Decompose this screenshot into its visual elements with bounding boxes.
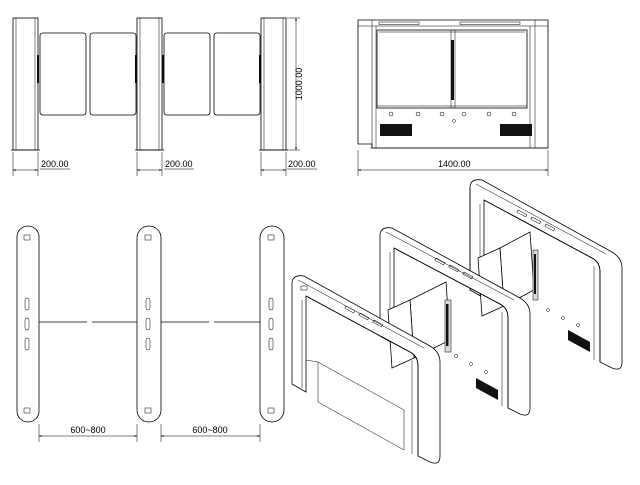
front-cabinet-middle — [135, 17, 164, 151]
iso-cabinet-front — [291, 275, 441, 464]
iso-cabinet-middle — [379, 227, 531, 416]
front-view: 1000.00 200.00 200.00 200.00 — [11, 17, 317, 176]
isometric-view — [291, 179, 623, 464]
passage-dimensions: 600~800 600~800 — [38, 424, 261, 442]
top-cabinet-left — [16, 225, 40, 423]
front-wing-panels — [39, 32, 261, 116]
iso-cabinet-back — [469, 179, 623, 370]
gap-label-3: 200.00 — [288, 159, 316, 169]
passage-label-1: 600~800 — [70, 425, 105, 435]
bolt-row — [388, 111, 517, 123]
height-label: 1000.00 — [294, 68, 304, 101]
gap-label-1: 200.00 — [41, 159, 69, 169]
side-view: 1400.00 — [357, 19, 549, 176]
top-view: 600~800 600~800 — [16, 225, 285, 442]
gap-label-2: 200.00 — [165, 159, 193, 169]
front-cabinet-left — [11, 17, 40, 151]
gap-dimensions: 200.00 200.00 200.00 — [12, 152, 317, 176]
length-dimension: 1400.00 — [357, 150, 549, 176]
vent-grilles — [380, 124, 532, 136]
length-label: 1400.00 — [438, 159, 471, 169]
passage-label-2: 600~800 — [192, 425, 227, 435]
top-cabinet-middle — [136, 225, 162, 423]
front-cabinet-right — [259, 17, 288, 151]
height-dimension: 1000.00 — [287, 17, 304, 151]
top-cabinet-right — [259, 225, 285, 423]
